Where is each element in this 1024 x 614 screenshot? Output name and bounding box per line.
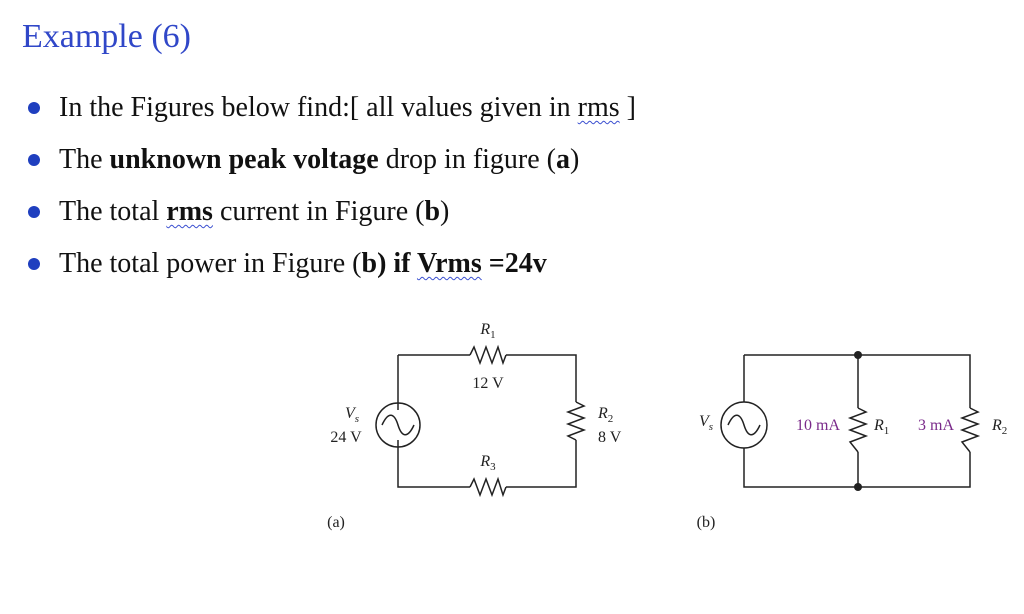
sine-wave-icon [727,414,761,436]
r2-label: R2 [597,405,613,425]
bullet-item: The total rms current in Figure (b) [28,186,636,238]
bold-term: unknown peak voltage [109,144,379,175]
resistor-r1-b [847,407,869,453]
r1-value: 12 V [472,375,504,392]
current-3ma: 3 mA [918,417,954,434]
sine-wave-icon [381,414,415,436]
bullet-item: The total power in Figure (b) if Vrms =2… [28,238,636,290]
vs-value: 24 V [330,429,362,446]
bullet-text: ) [570,144,580,175]
vs-label-b: Vs [699,413,713,433]
figure-a [375,344,587,498]
current-10ma: 10 mA [796,417,840,434]
r2-label-b: R2 [991,417,1007,437]
ac-source-icon [720,401,768,449]
figure-a-wires [397,354,577,488]
figure-ref: b [361,248,378,279]
figure-ref: b [424,196,441,227]
rms-term: rms [166,196,213,227]
bullet-text: drop in figure ( [378,144,557,175]
bullet-text: ) if [377,248,417,279]
figure-a-caption: (a) [327,514,345,531]
bullet-text: =24v [481,248,547,279]
vrms-term: Vrms [416,248,482,279]
bullet-text: The total [59,196,167,227]
ac-source-icon [375,402,421,448]
r2-value: 8 V [598,429,622,446]
r1-label: R1 [479,321,495,341]
bullet-text: In the Figures below find:[ all values g… [59,92,578,123]
r1-label-b: R1 [873,417,889,437]
r3-label: R3 [479,453,496,473]
bullet-text: current in Figure ( [212,196,425,227]
bullet-text: ] [619,92,636,123]
bullet-text: The total power in Figure ( [59,248,362,279]
figure-b-caption: (b) [697,514,716,531]
resistor-r2 [565,401,587,441]
bullet-list: In the Figures below find:[ all values g… [28,82,636,290]
resistor-r2-b [959,407,981,453]
bullet-text: The [59,144,110,175]
figure-ref: a [556,144,571,175]
bullet-item: In the Figures below find:[ all values g… [28,82,636,134]
vs-label: Vs [345,405,359,425]
rms-term: rms [577,92,620,123]
bullet-item: The unknown peak voltage drop in figure … [28,134,636,186]
bullet-text: ) [440,196,450,227]
page-title: Example (6) [22,18,191,55]
node-dot [854,351,862,359]
resistor-r1 [469,344,507,366]
node-dot [854,483,862,491]
resistor-r3 [469,476,507,498]
